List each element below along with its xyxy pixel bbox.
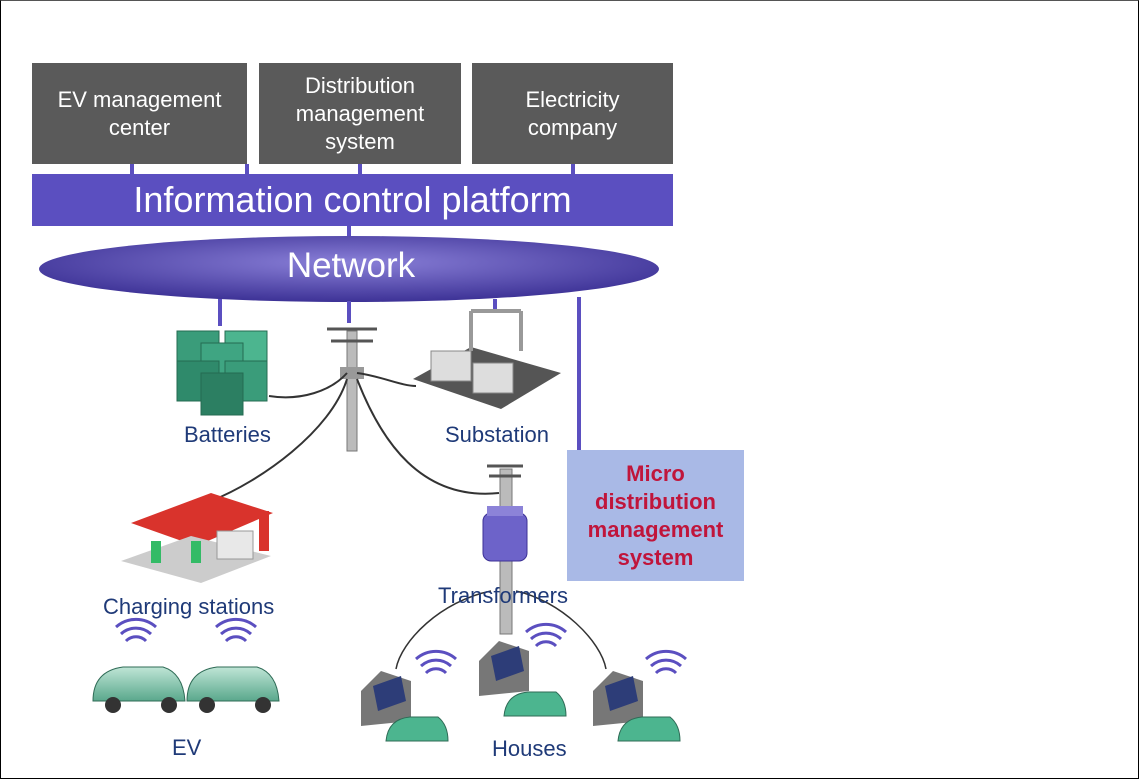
- transformer-icon: [482, 464, 528, 635]
- distribution-management-box: Distribution management system: [259, 63, 461, 164]
- ev-management-center-box: EV management center: [32, 63, 247, 164]
- ev-management-center-label: EV management center: [57, 86, 222, 140]
- network-connectors: [218, 297, 581, 451]
- wireless-signal-icons: [115, 617, 687, 675]
- ev-car-icons: [92, 666, 280, 713]
- micro-distribution-label: Micro distribution management system: [587, 460, 724, 570]
- charging-station-icon: [121, 493, 273, 583]
- charging-stations-label: Charging stations: [103, 594, 275, 619]
- network-label: Network: [286, 246, 416, 285]
- power-wires: [210, 372, 607, 670]
- substation-label: Substation: [445, 422, 549, 447]
- transformers-label: Transformers: [438, 583, 568, 608]
- distribution-management-label: Distribution management system: [295, 72, 425, 154]
- utility-pole-icon: [327, 327, 377, 452]
- network-ellipse: [39, 236, 659, 302]
- platform-label: Information control platform: [133, 179, 572, 220]
- houses-label: Houses: [492, 736, 567, 761]
- micro-distribution-management-box: Micro distribution management system: [567, 450, 744, 581]
- house-icons: [361, 641, 681, 742]
- batteries-icon: [176, 330, 268, 416]
- information-control-platform: Information control platform: [32, 174, 673, 226]
- substation-icon: [413, 309, 561, 409]
- electricity-company-label: Electricity company: [525, 86, 620, 140]
- ev-label: EV: [172, 735, 202, 760]
- electricity-company-box: Electricity company: [472, 63, 673, 164]
- batteries-label: Batteries: [184, 422, 271, 447]
